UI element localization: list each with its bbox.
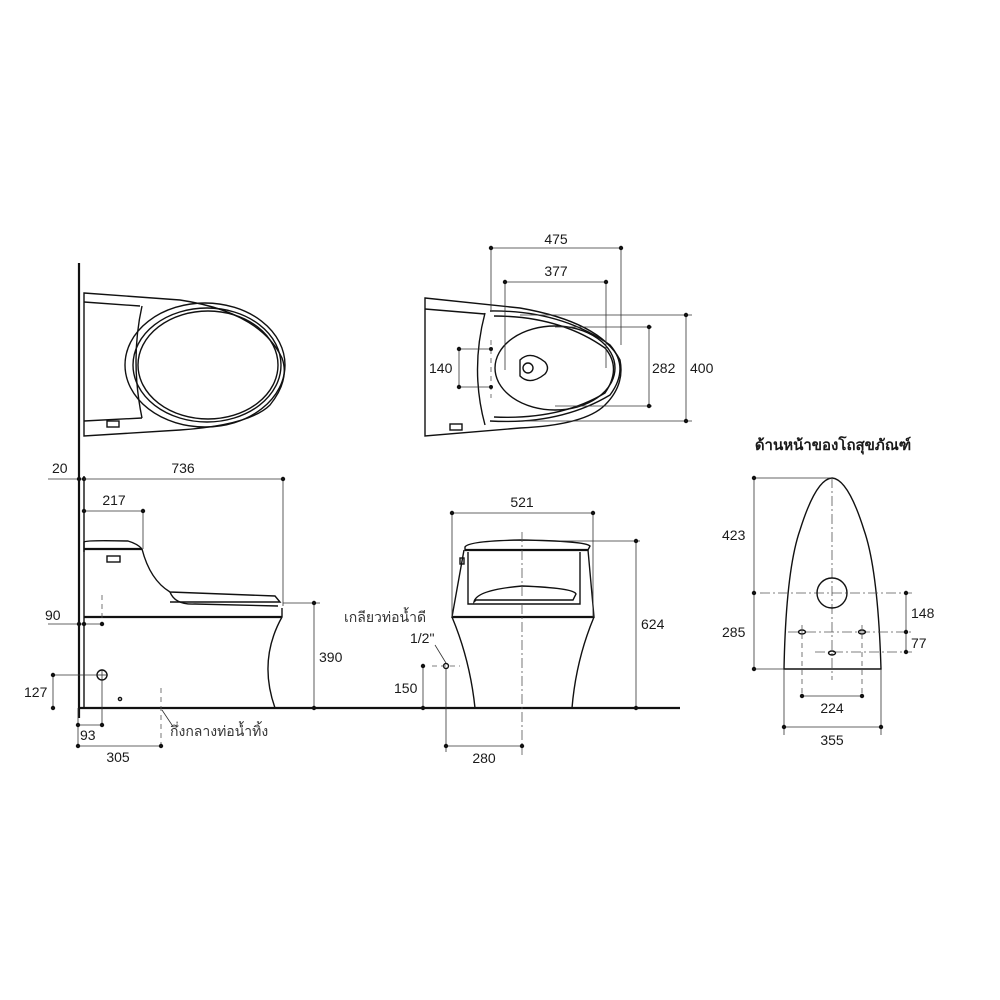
base-view: 423 285 148 77 224 355 — [722, 475, 935, 748]
dim-377: 377 — [544, 263, 568, 279]
dim-77: 77 — [911, 635, 927, 651]
dim-20: 20 — [52, 460, 68, 476]
dim-305: 305 — [106, 749, 130, 765]
dim-140: 140 — [429, 360, 453, 376]
top-view-left — [77, 263, 286, 718]
dim-355: 355 — [820, 732, 844, 748]
dim-423: 423 — [722, 527, 746, 543]
dim-400: 400 — [690, 360, 714, 376]
top-view-center: 475 377 140 282 400 — [424, 231, 714, 437]
base-view-title: ด้านหน้าของโถสุขภัณฑ์ — [755, 435, 911, 455]
dim-624: 624 — [641, 616, 665, 632]
supply-thread-label: เกลียวท่อน้ำดี — [344, 607, 426, 626]
dim-282: 282 — [652, 360, 676, 376]
drain-center-label: กึ่งกลางท่อน้ำทิ้ง — [170, 721, 268, 740]
dim-280: 280 — [472, 750, 496, 766]
dim-217: 217 — [102, 492, 126, 508]
dim-148: 148 — [911, 605, 935, 621]
front-view: 521 624 เกลียวท่อน้ำดี 1/2" 150 280 — [344, 494, 665, 766]
dim-127: 127 — [24, 684, 48, 700]
dim-390: 390 — [319, 649, 343, 665]
dim-224: 224 — [820, 700, 844, 716]
dim-150: 150 — [394, 680, 418, 696]
dim-475: 475 — [544, 231, 568, 247]
dim-285: 285 — [722, 624, 746, 640]
supply-size-label: 1/2" — [410, 630, 434, 646]
side-view: 20 736 217 90 390 127 — [24, 460, 680, 765]
dim-521: 521 — [510, 494, 534, 510]
dim-736: 736 — [171, 460, 195, 476]
dim-93: 93 — [80, 727, 96, 743]
dim-90: 90 — [45, 607, 61, 623]
